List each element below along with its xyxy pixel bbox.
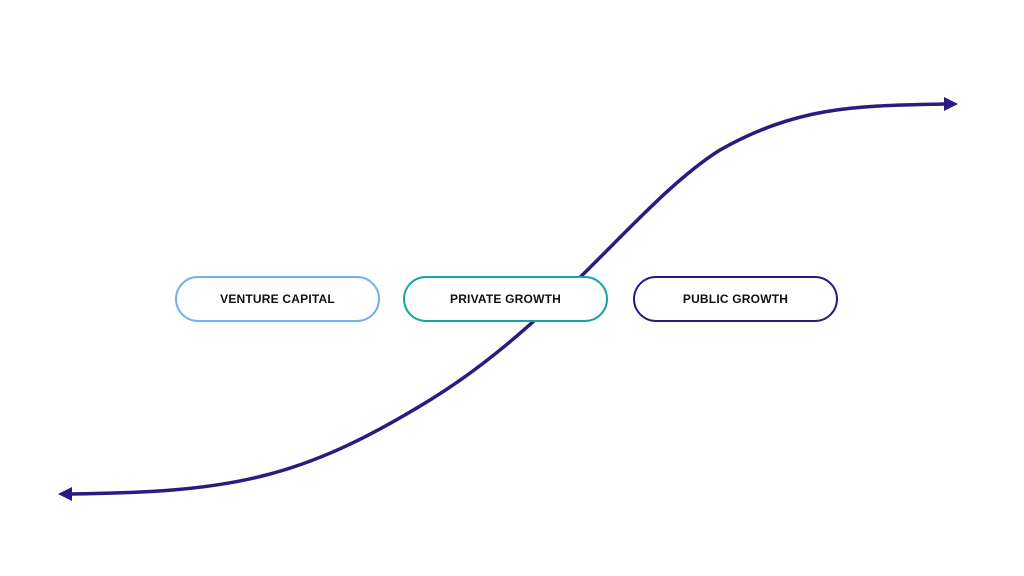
- right-arrowhead-icon: [944, 97, 958, 111]
- stage-private-growth: PRIVATE GROWTH: [403, 276, 608, 322]
- stage-label: VENTURE CAPITAL: [220, 292, 335, 306]
- stage-label: PUBLIC GROWTH: [682, 292, 789, 306]
- stage-label: PRIVATE GROWTH: [449, 292, 562, 306]
- stage-public-growth: PUBLIC GROWTH: [633, 276, 838, 322]
- stage-venture-capital: VENTURE CAPITAL: [175, 276, 380, 322]
- left-arrowhead-icon: [58, 487, 72, 501]
